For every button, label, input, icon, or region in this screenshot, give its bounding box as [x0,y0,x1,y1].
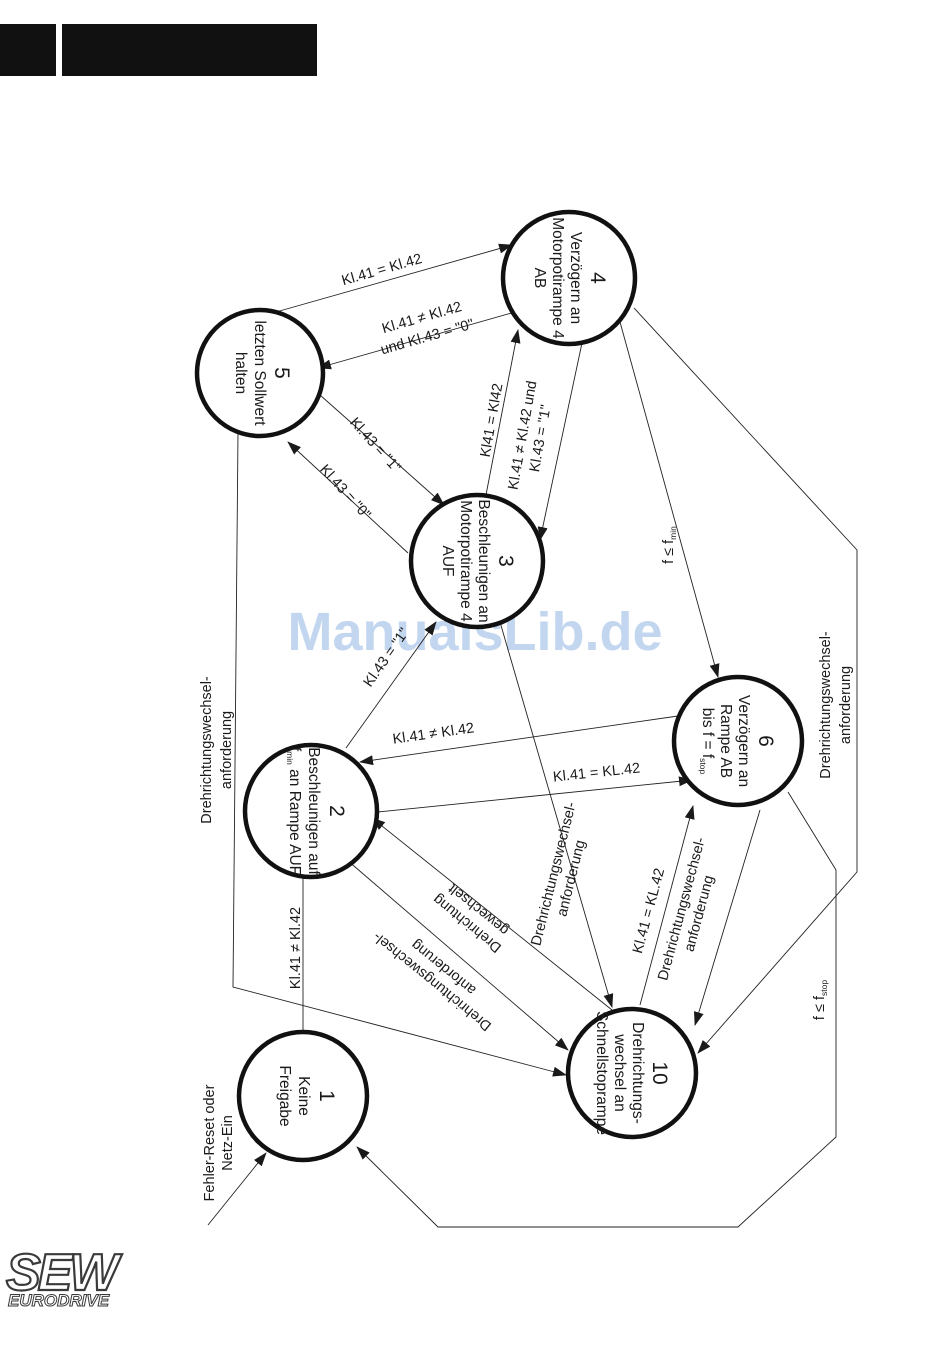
edge-2-to-3 [345,621,437,749]
edge-6-to-10 [693,809,761,1026]
label-4-to-10-line2: anforderung [838,666,854,744]
state-5-label-2: halten [232,352,249,394]
state-5-label-1: letzten Sollwert [251,320,268,426]
edge-4-to-10 [633,307,858,1054]
edge-3-to-4 [484,329,521,501]
state-2-label-2: fmin an Rampe AUF [285,747,303,875]
state-6-label-3: bis f = fstop [698,708,716,775]
edge-2-to-6 [377,776,693,813]
state-2-circle [242,742,380,880]
edge-2-to-10 [332,847,569,1051]
label-5-to-3: Kl.43 = "1" [346,415,403,476]
state-2: 2 Beschleunigen auf fmin an Rampe AUF [242,742,380,880]
transition-edges [207,243,858,1228]
edge-5-to-10 [232,431,567,1077]
edge-5-to-4 [275,243,513,313]
state-1-circle [236,1029,370,1163]
header-bar-left [0,24,56,76]
edge-3-to-10 [499,621,614,1008]
state-3-label-2: Motorpotirampe 4 [457,500,474,622]
state-4-label-1: Verzögern an [567,232,584,324]
edge-3-to-5 [287,441,409,554]
state-10-label-2: wechsel an [611,1033,628,1112]
external-input-label-1: Fehler-Reset oder [202,1084,218,1201]
state-3-number: 3 [494,555,517,567]
state-4-label-2: Motorpotirampe 4 [549,217,566,339]
label-4-to-6: f ≤ fmin [661,526,678,564]
state-10: 10 Drehrichtungs- wechsel an Schnellstop… [565,1006,699,1140]
edge-6-to-1 [356,791,837,1228]
state-3-circle [408,492,546,630]
state-1: 1 Keine Freigabe [236,1029,370,1163]
label-10-to-6: Kl.41 = KL.42 [630,867,668,956]
label-6-to-2: Kl.41 ≠ Kl.42 [392,720,476,747]
edge-4-to-3 [537,342,583,541]
state-3-label-1: Beschleunigen an [475,499,492,622]
state-6-circle [671,674,805,808]
state-1-label-1: Keine [295,1076,312,1116]
state-6-label-1: Verzögern an [735,695,752,787]
logo-main-text: SEW [6,1244,122,1302]
edge-4-to-5 [317,311,516,370]
header-bar-right [62,24,317,76]
label-6-to-1: f ≤ fstop [812,980,829,1020]
state-6: 6 Verzögern an Rampe AB bis f = fstop [671,674,805,808]
state-5: 5 letzten Sollwert halten [194,307,326,439]
label-3-to-5: Kl.43 = "0" [316,462,373,523]
state-6-number: 6 [754,735,777,747]
state-10-label-1: Drehrichtungs- [629,1022,646,1124]
state-1-label-2: Freigabe [276,1065,293,1126]
edge-10-to-6 [639,805,695,1006]
label-5-to-10-line2: anforderung [219,711,235,789]
label-1-to-2: Kl.41 ≠ Kl.42 [288,907,304,989]
label-5-to-10-line1: Drehrichtungswechsel- [199,676,215,824]
state-4-number: 4 [586,272,609,284]
state-4-circle [500,209,638,347]
label-3-to-4: Kl41 = Kl42 [478,382,507,458]
logo-sub-text: EURODRIVE [8,1291,110,1310]
state-10-circle [565,1006,699,1140]
state-10-number: 10 [648,1061,671,1084]
label-5-to-4: Kl.41 = Kl.42 [340,251,424,289]
state-4-label-3: AB [531,268,548,289]
edge-4-to-6 [619,321,720,678]
external-input-label-2: Netz-Ein [220,1115,236,1171]
state-2-label-1: Beschleunigen auf [305,747,322,875]
label-2-to-10-line1: Drehrichtungswechsel- [370,928,495,1033]
state-5-number: 5 [270,367,293,379]
state-6-label-2: Rampe AB [717,704,734,778]
state-1-number: 1 [315,1090,338,1102]
edge-external-to-1 [207,1152,267,1226]
state-5-circle [194,307,326,439]
state-3-label-3: AUF [439,546,456,577]
sew-eurodrive-logo: SEW EURODRIVE [5,1243,127,1311]
edge-10-to-2 [371,817,613,1011]
state-10-label-3: Schnellstoprampe [593,1011,610,1135]
label-2-to-6: Kl.41 = KL.42 [552,760,641,785]
state-4: 4 Verzögern an Motorpotirampe 4 AB [500,209,638,347]
edge-5-to-3 [319,394,445,506]
edge-6-to-2 [359,715,679,766]
state-3: 3 Beschleunigen an Motorpotirampe 4 AUF [408,492,546,630]
state-2-number: 2 [325,805,348,817]
label-4-to-10-line1: Drehrichtungswechsel- [818,631,834,779]
